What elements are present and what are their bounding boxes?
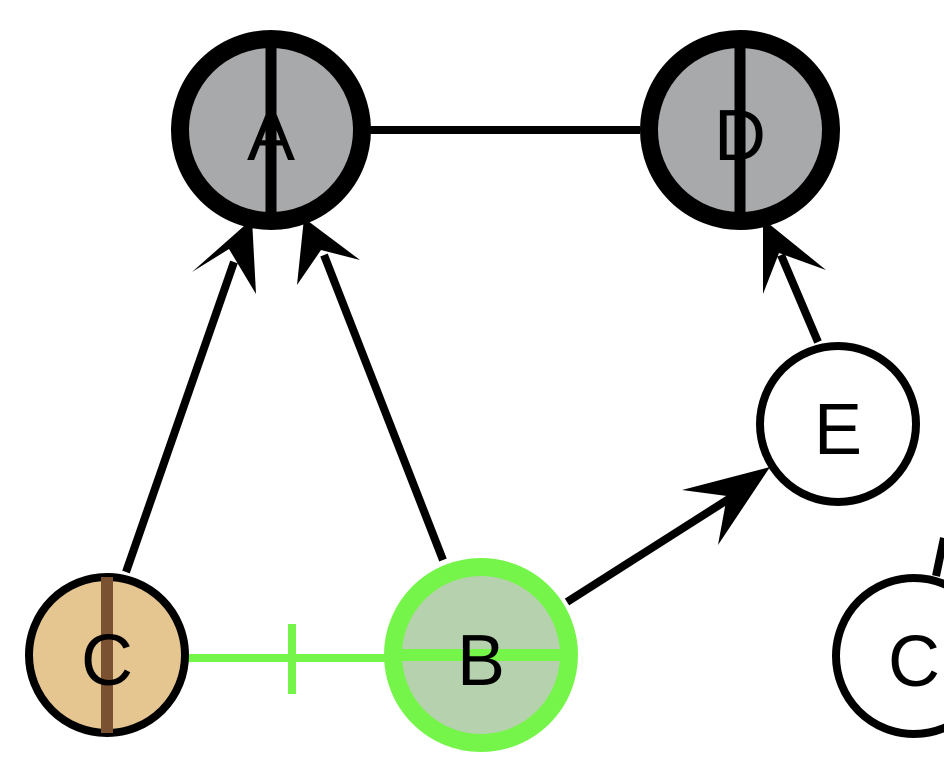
node-e-label: E xyxy=(814,390,862,470)
node-a-label: A xyxy=(247,96,295,176)
edge-c-a xyxy=(122,260,238,574)
edge-c-a-arrowhead xyxy=(192,219,256,294)
edge-e-d xyxy=(777,253,822,344)
node-b-label: B xyxy=(457,621,505,701)
node-e: E xyxy=(756,342,920,506)
node-a: A xyxy=(171,30,371,230)
node-c-left-label: C xyxy=(81,621,133,701)
node-b: B xyxy=(384,558,578,752)
edge-e-d-arrowhead xyxy=(763,219,826,294)
edge-b-a-arrowhead xyxy=(297,218,360,285)
node-d: D xyxy=(640,30,840,230)
node-c-left: C xyxy=(25,573,189,737)
edge-b-a xyxy=(320,253,447,562)
edge-b-e-arrowhead xyxy=(682,467,770,545)
node-c-right: C xyxy=(832,537,944,738)
edge-b-e xyxy=(564,491,738,606)
node-c-right-label: C xyxy=(888,622,940,702)
node-c-right-circle xyxy=(832,574,944,738)
node-c-right-incoming-edge-fragment xyxy=(932,537,944,577)
node-e-circle xyxy=(756,342,920,506)
node-d-label: D xyxy=(714,96,766,176)
